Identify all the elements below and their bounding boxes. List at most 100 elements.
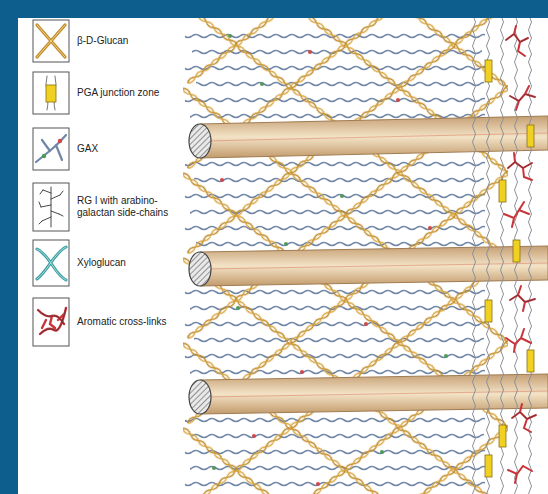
gax-chains [185,352,485,360]
legend-icons [38,308,66,334]
legend-icons [38,308,66,334]
gax-chains [194,336,484,344]
aromatic-cross-links [504,202,529,227]
cellulose-microfibrils [189,124,211,158]
gax-side-groups [444,354,448,358]
gax-side-groups [252,434,256,438]
legend-entry: RG I with arabino-galactan side-chains [77,195,177,219]
pectin-band [512,18,520,494]
legend-icons [33,72,69,114]
gax-chains [185,96,485,104]
cellulose-microfibrils [200,116,548,158]
pga-junction-zones [527,350,534,372]
gax-chains [196,80,484,88]
cellulose-microfibrils [189,380,211,414]
legend-entry: GAX [77,143,177,155]
aromatic-outline [506,34,528,42]
gax-side-groups [260,82,264,86]
legend-icons [37,25,65,57]
gax-chains [194,176,484,184]
pectin-band [470,18,478,494]
glucan-lattice [185,18,508,86]
pga-junction-zones [513,240,520,262]
pga-junction-zones [485,300,492,322]
pectin-band [498,18,506,494]
gax-side-groups [300,370,304,374]
legend-label: Xyloglucan [77,257,177,269]
legend-icons [36,135,66,162]
aromatic-outline [510,295,535,302]
aromatic-cross-links [510,86,535,110]
legend-icons [39,187,63,227]
gax-side-groups [396,98,400,102]
glucan-lattice [185,293,508,494]
pga-junction-zones [485,60,492,82]
aromatic-cross-links [504,26,536,483]
pga-junction-zones [499,180,506,202]
cellulose-microfibrils [200,374,548,414]
glucan-lattice [185,123,508,494]
cellulose-microfibrils [189,252,211,286]
glucan-lattice [183,18,508,133]
legend-icons [37,247,66,280]
cellulose-microfibrils [200,246,548,286]
aromatic-cross-links [512,404,536,432]
glucan-lattice [183,18,508,303]
aromatic-outline [510,94,535,101]
cellulose-microfibrils [205,391,548,397]
gax-side-groups [380,450,384,454]
gax-side-groups [340,194,344,198]
glucan-lattice [185,18,508,256]
legend-label: Aromatic cross-links [77,316,177,328]
gax-chains [185,320,485,328]
legend-icons [46,76,56,110]
aromatic-cross-links [506,329,531,352]
pga-junction-zones [527,125,534,147]
pga-junction-zones [485,60,534,477]
gax-side-groups [284,242,288,246]
legend-icons [33,20,69,62]
legend-label: GAX [77,143,177,155]
glucan-lattice [183,425,508,494]
legend-icons [46,85,56,102]
legend-entry: β-D-Glucan [77,35,177,47]
pectin-band [470,18,534,494]
gax-side-groups [212,466,216,470]
legend-icons [37,25,65,57]
glucan-lattice [185,38,508,426]
aromatic-cross-links [508,466,532,483]
pectin-band [484,18,492,494]
legend-icons [58,139,62,143]
pga-junction-zones [499,425,506,447]
legend-entry: PGA junction zone [77,87,177,99]
glucan-lattice [183,18,508,494]
aromatic-outline [508,162,532,168]
legend-label: RG I with arabino-galactan side-chains [77,195,177,219]
gax-chains [185,416,485,424]
aromatic-cross-links [508,153,532,180]
cellulose-microfibrils [205,263,548,269]
gax-chains [196,240,484,248]
gax-chains [185,192,485,200]
legend-entry: Xyloglucan [77,257,177,269]
legend-icons [42,154,46,158]
pga-junction-zones [485,455,492,477]
legend-icons [33,183,69,231]
gax-chains [185,64,485,72]
legend-label: PGA junction zone [77,87,177,99]
legend-icons [37,247,66,280]
gax-side-groups [308,50,312,54]
gax-side-groups [220,178,224,182]
legend-entry: Aromatic cross-links [77,316,177,328]
legend-icons [33,128,69,170]
glucan-lattice [183,85,508,473]
legend-label: β-D-Glucan [77,35,177,47]
aromatic-cross-links [510,286,535,311]
aromatic-outline [512,412,536,419]
cellulose-microfibrils [189,116,548,414]
gax-chains [192,432,484,440]
glucan-lattice [183,18,508,388]
aromatic-outline [506,34,536,419]
gax-chains [185,160,485,168]
